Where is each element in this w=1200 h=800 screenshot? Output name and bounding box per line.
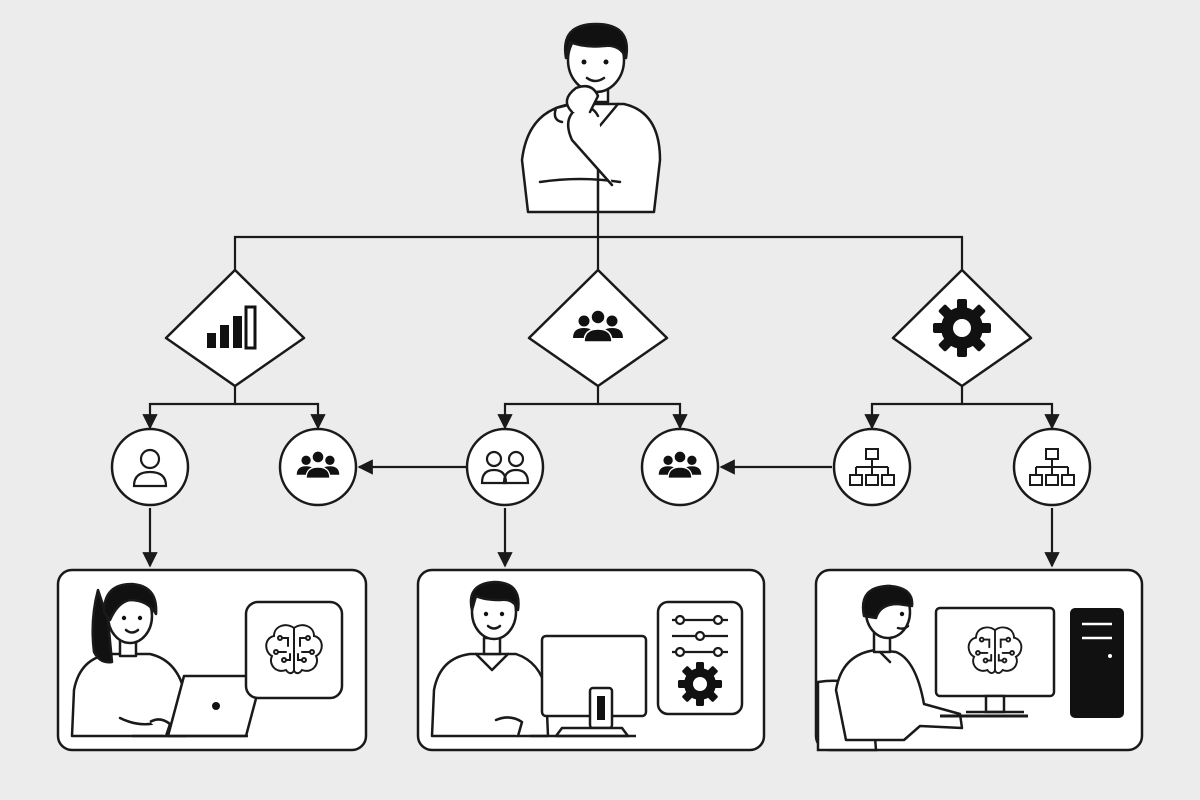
workstation-ai-developer[interactable]	[814, 568, 1144, 752]
connector-lines	[142, 212, 1060, 568]
two-people-icon	[480, 450, 530, 485]
workstation-ai-analyst[interactable]	[56, 568, 368, 752]
subnode-group-a[interactable]	[278, 427, 358, 507]
subnode-network-a[interactable]	[832, 427, 912, 507]
thinking-person-icon	[520, 22, 662, 214]
woman-icon	[70, 582, 188, 738]
category-analytics[interactable]	[164, 268, 306, 388]
person-icon	[132, 448, 168, 488]
category-operations[interactable]	[891, 268, 1033, 388]
subnode-network-b[interactable]	[1012, 427, 1092, 507]
root-person	[520, 22, 662, 214]
subnode-group-b[interactable]	[640, 427, 720, 507]
man-icon	[430, 580, 550, 738]
monitor-brain-icon	[934, 606, 1056, 714]
laptop-icon	[132, 674, 264, 738]
category-teams[interactable]	[527, 268, 669, 388]
subnode-individual[interactable]	[110, 427, 190, 507]
man-side-icon	[834, 584, 964, 742]
gear-icon	[933, 299, 991, 357]
server-tower-icon	[1070, 608, 1124, 718]
workstation-config-engineer[interactable]	[416, 568, 766, 752]
ai-brain-icon	[244, 600, 344, 700]
monitor-icon	[530, 634, 648, 738]
bar-chart-icon	[207, 305, 257, 350]
settings-sliders-icon	[656, 600, 744, 716]
subnode-pair[interactable]	[465, 427, 545, 507]
